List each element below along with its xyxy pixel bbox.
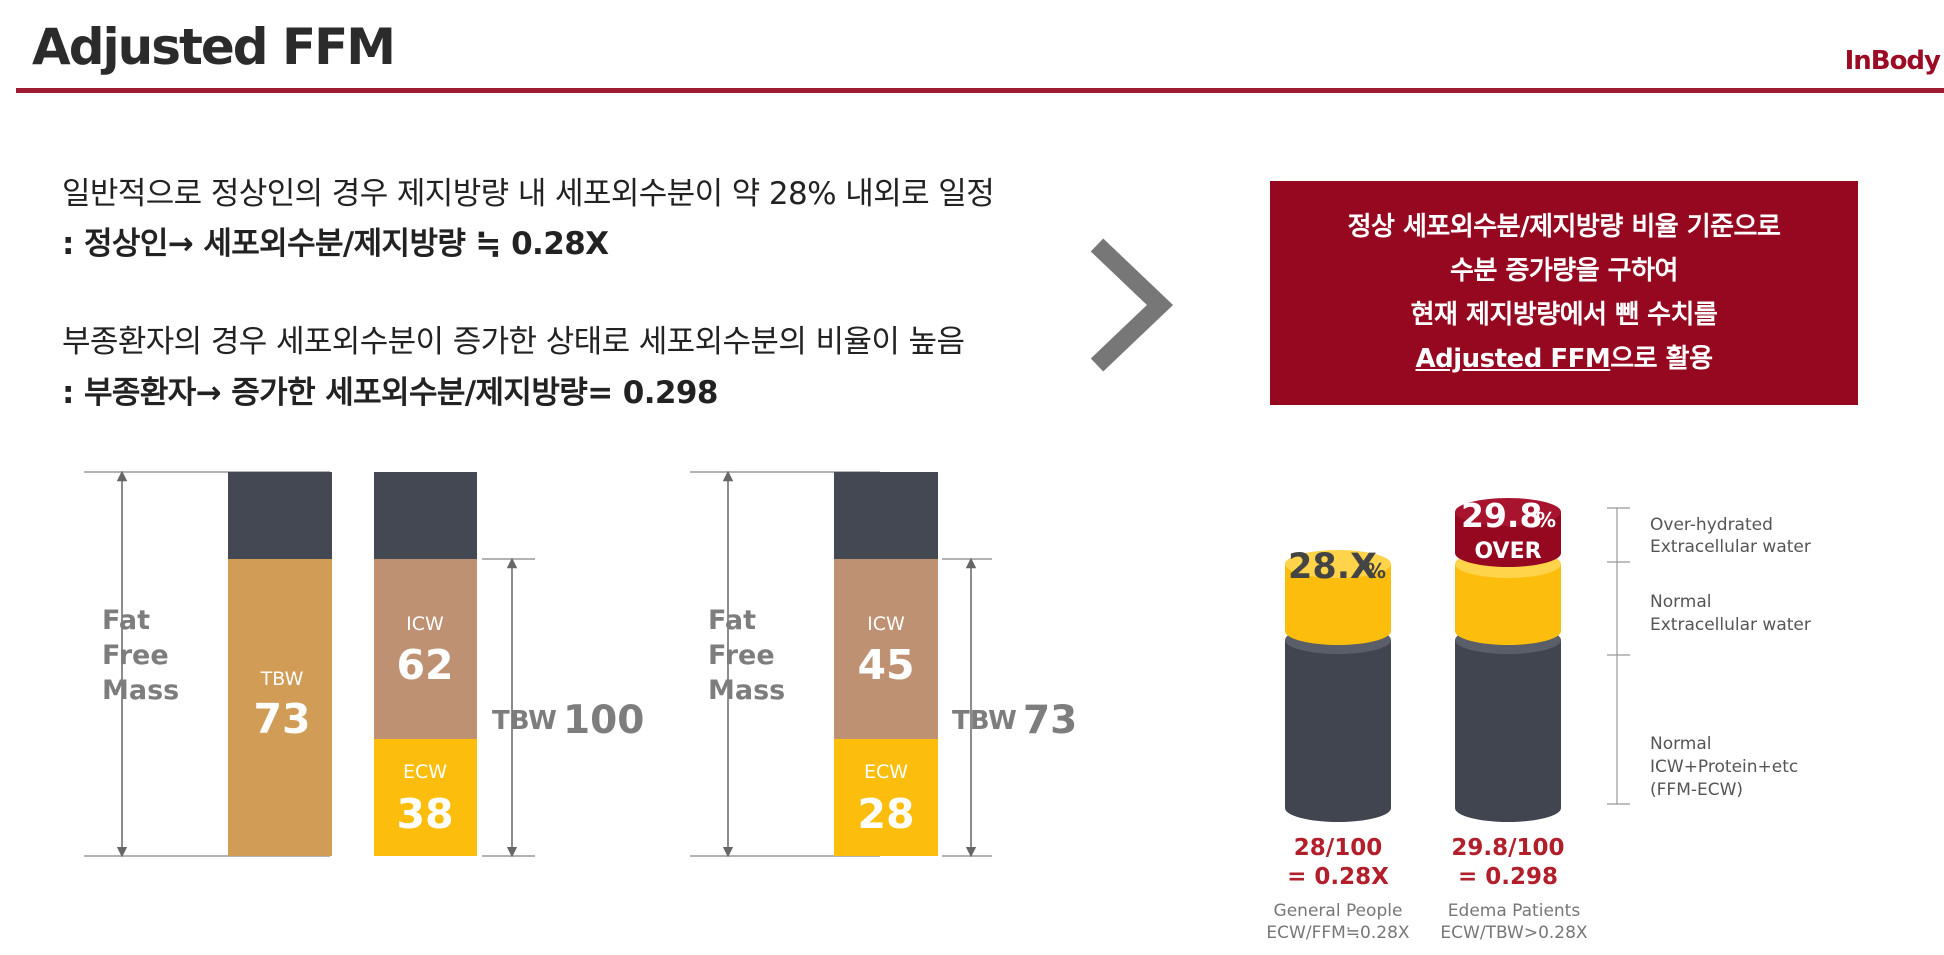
ffm-label-line-2: Free bbox=[708, 640, 775, 671]
legend-icw-2: ICW+Protein+etc bbox=[1650, 757, 1798, 777]
icw-block-value: 45 bbox=[857, 641, 914, 689]
edema-caption-2: ECW/TBW>0.28X bbox=[1440, 923, 1587, 943]
edema-over-label: OVER bbox=[1474, 539, 1541, 564]
tbw-block-label: TBW bbox=[260, 668, 304, 690]
ffm-label-line-1: Fat bbox=[102, 605, 150, 636]
ffm-label-line-1: Fat bbox=[708, 605, 756, 636]
ffm-label-line-3: Mass bbox=[102, 675, 179, 706]
title-divider bbox=[16, 88, 1944, 93]
general-percent: 28.X bbox=[1288, 547, 1377, 587]
icw-block-value: 62 bbox=[396, 641, 453, 689]
callout-line-2: 수분 증가량을 구하여 bbox=[1450, 256, 1678, 286]
legend-normal-ecw-1: Normal bbox=[1650, 592, 1712, 612]
callout-line-1: 정상 세포외수분/제지방량 비율 기준으로 bbox=[1347, 212, 1781, 242]
adjusted-ffm-term: Adjusted FFM bbox=[1415, 344, 1611, 374]
icw-block-label: ICW bbox=[867, 613, 905, 635]
intro-line-2: : 정상인→ 세포외수분/제지방량 ≒ 0.28X bbox=[62, 226, 609, 262]
fat-free-solid-block bbox=[228, 472, 332, 559]
legend-normal-ecw-2: Extracellular water bbox=[1650, 615, 1811, 635]
icw-block-label: ICW bbox=[406, 613, 444, 635]
brand-logo: InBody bbox=[1844, 46, 1941, 76]
legend-over-2: Extracellular water bbox=[1650, 537, 1811, 557]
edema-ratio: 29.8/100 bbox=[1451, 835, 1564, 861]
ecw-block-label: ECW bbox=[403, 761, 447, 783]
legend-icw-1: Normal bbox=[1650, 734, 1712, 754]
callout-line-4: Adjusted FFM으로 활용 bbox=[1415, 337, 1714, 381]
ecw-block bbox=[834, 739, 938, 856]
ecw-block-value: 38 bbox=[396, 790, 453, 838]
diagram-left: Fat Free Mass TBW 73 ICW 62 ECW 38 TBW 1… bbox=[84, 470, 644, 858]
legend-over-1: Over-hydrated bbox=[1650, 515, 1773, 535]
callout-line-4-rest: 으로 활용 bbox=[1610, 344, 1713, 374]
ecw-block-label: ECW bbox=[864, 761, 908, 783]
intro-line-1: 일반적으로 정상인의 경우 제지방량 내 세포외수분이 약 28% 내외로 일정 bbox=[62, 176, 995, 212]
tbw-total-label: TBW bbox=[492, 706, 557, 736]
callout-box: 정상 세포외수분/제지방량 비율 기준으로 수분 증가량을 구하여 현재 제지방… bbox=[1270, 181, 1858, 405]
protein-block bbox=[834, 472, 938, 559]
cylinder-general: 28.X % 28/100 = 0.28X General People ECW… bbox=[1266, 547, 1409, 943]
ecw-block bbox=[374, 739, 477, 856]
cylinder-legend: Over-hydrated Extracellular water Normal… bbox=[1607, 507, 1811, 805]
intro-line-4: : 부종환자→ 증가한 세포외수분/제지방량= 0.298 bbox=[62, 375, 718, 411]
cylinder-edema: 29.8 % OVER 29.8/100 = 0.298 Edema Patie… bbox=[1440, 496, 1587, 943]
tbw-total-label: TBW bbox=[952, 706, 1017, 736]
ecw-block-value: 28 bbox=[857, 790, 914, 838]
icw-cylinder-body bbox=[1285, 640, 1391, 822]
icw-block bbox=[374, 559, 477, 739]
ffm-label-line-2: Free bbox=[102, 640, 169, 671]
icw-cylinder-body bbox=[1455, 640, 1561, 822]
general-caption-2: ECW/FFM≒0.28X bbox=[1266, 923, 1409, 943]
over-hydrated-cylinder-body bbox=[1455, 512, 1561, 567]
edema-percent: 29.8 bbox=[1461, 496, 1542, 535]
page-title: Adjusted FFM bbox=[32, 18, 396, 76]
tbw-block bbox=[228, 559, 332, 856]
general-result: = 0.28X bbox=[1287, 864, 1389, 890]
general-ratio: 28/100 bbox=[1294, 835, 1382, 861]
callout-line-3: 현재 제지방량에서 뺀 수치를 bbox=[1410, 300, 1718, 330]
chevron-right-icon bbox=[1090, 238, 1174, 372]
icw-block bbox=[834, 559, 938, 739]
general-percent-sign: % bbox=[1366, 559, 1386, 583]
edema-percent-sign: % bbox=[1536, 508, 1556, 532]
ecw-cylinder-body bbox=[1455, 564, 1561, 645]
ecw-cylinder-top bbox=[1285, 550, 1391, 578]
tbw-total-value: 100 bbox=[563, 698, 644, 743]
tbw-total-value: 73 bbox=[1023, 698, 1077, 743]
edema-caption-1: Edema Patients bbox=[1448, 901, 1581, 921]
legend-icw-3: (FFM-ECW) bbox=[1650, 780, 1743, 800]
over-hydrated-cylinder-top bbox=[1455, 498, 1561, 526]
intro-line-3: 부종환자의 경우 세포외수분이 증가한 상태로 세포외수분의 비율이 높음 bbox=[62, 324, 965, 360]
tbw-block-value: 73 bbox=[253, 695, 310, 743]
edema-result: = 0.298 bbox=[1458, 864, 1558, 890]
diagram-mid: Fat Free Mass ICW 45 ECW 28 TBW 73 bbox=[690, 470, 1077, 858]
ffm-label-line-3: Mass bbox=[708, 675, 785, 706]
general-caption-1: General People bbox=[1274, 901, 1403, 921]
ecw-cylinder-body bbox=[1285, 564, 1391, 645]
protein-block bbox=[374, 472, 477, 559]
